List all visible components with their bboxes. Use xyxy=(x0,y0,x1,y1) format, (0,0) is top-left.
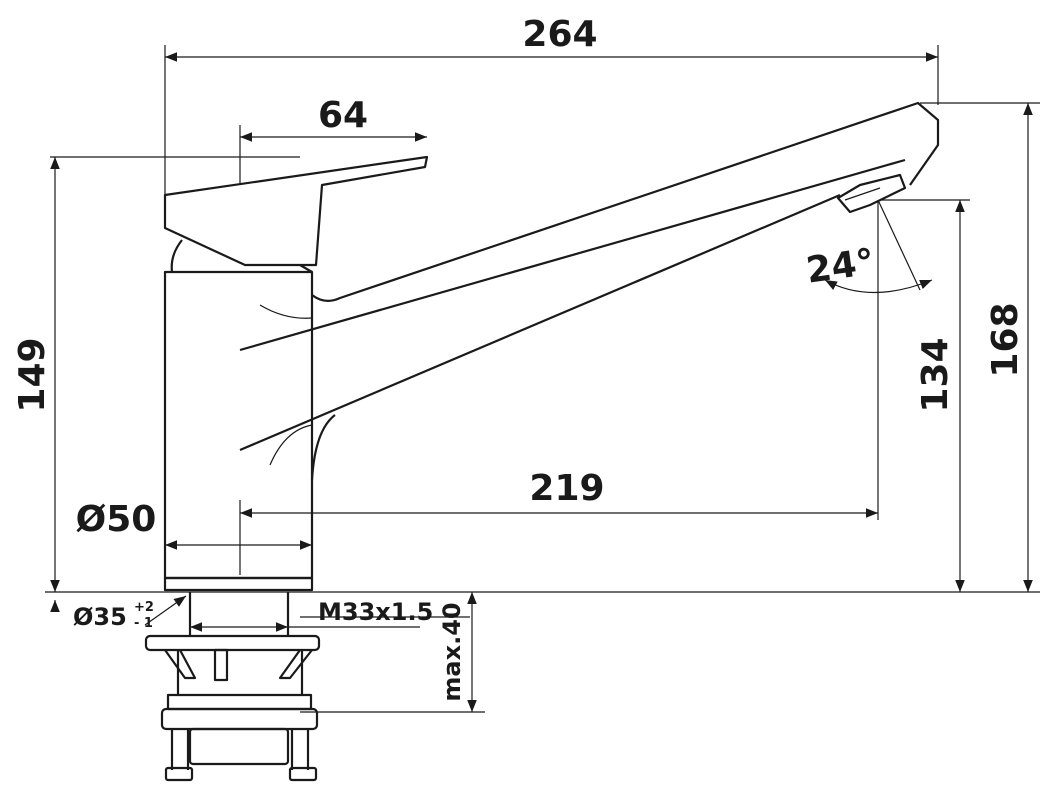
faucet-body xyxy=(163,270,314,580)
dim-overall-length: 264 xyxy=(522,14,597,55)
base-ring xyxy=(163,576,314,592)
extension-lines xyxy=(45,45,1040,713)
dim-spout-angle: 24° xyxy=(804,242,877,292)
dim-spout-reach: 219 xyxy=(529,468,604,509)
faucet xyxy=(163,101,940,592)
dim-hole-tol-plus: +2 xyxy=(134,600,154,615)
aerator xyxy=(836,173,907,214)
dim-max-thickness: max.40 xyxy=(438,602,466,701)
dimension-lines xyxy=(50,52,1033,712)
dim-hole-tol-minus: - 1 xyxy=(134,616,153,631)
dim-spout-height: 134 xyxy=(915,337,956,412)
dim-hole-diameter: Ø35 xyxy=(73,603,127,631)
dim-body-diameter: Ø50 xyxy=(76,499,157,540)
dim-total-height: 168 xyxy=(985,302,1026,377)
spout-mid xyxy=(239,158,906,352)
spout-bottom xyxy=(239,193,841,452)
mounting-kit xyxy=(144,592,321,782)
lever xyxy=(163,155,429,267)
spout-top xyxy=(311,101,940,302)
dim-thread: M33x1.5 xyxy=(318,598,433,626)
dim-body-height: 149 xyxy=(12,337,53,412)
dim-lever-length: 64 xyxy=(318,95,368,136)
